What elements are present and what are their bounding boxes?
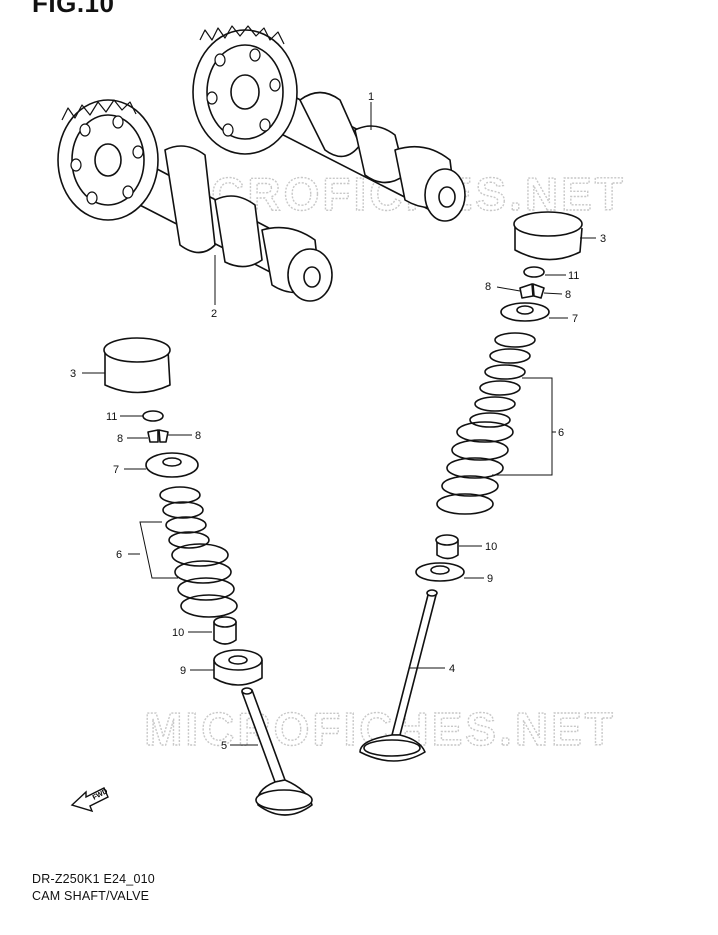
cotter-left-a [147,429,159,443]
spring-inner-left [159,486,210,549]
spring-outer-left [171,543,238,618]
spring-inner-right [469,332,536,428]
model-code: DR-Z250K1 E24_010 [32,872,155,886]
valve-seal-right [435,534,459,560]
callout-8-left-b: 8 [195,430,201,442]
spring-seat-right [415,562,465,582]
callout-10-right: 10 [485,541,497,553]
callout-11-left: 11 [106,411,117,423]
figure-title: FIG.10 [32,0,115,18]
spring-retainer-right [500,302,550,322]
callout-1: 1 [368,91,374,103]
callout-3-left: 3 [70,368,76,380]
callout-3-right: 3 [600,233,606,245]
camshaft-1 [192,25,466,222]
valve-intake [241,687,313,816]
spring-outer-right [436,421,514,515]
callout-7-right: 7 [572,313,578,325]
callout-8-right-b: 8 [565,289,571,301]
cotter-left-b [158,429,169,443]
callout-labels: 1 2 3 11 8 8 7 6 10 9 4 3 11 8 8 7 6 10 … [70,91,606,752]
camshaft-2 [57,99,333,302]
callout-9-right: 9 [487,573,493,585]
callout-4: 4 [449,663,455,675]
figure-caption: CAM SHAFT/VALVE [32,889,150,903]
callout-6-left: 6 [116,549,122,561]
callout-8-left-a: 8 [117,433,123,445]
spring-retainer-left [145,452,199,478]
tappet-right [513,211,583,261]
callout-7-left: 7 [113,464,119,476]
tappet-left [103,337,171,394]
spring-seat-left [213,649,263,686]
shim-left [142,410,164,422]
fwd-arrow-icon: FWD [70,787,109,813]
callout-9-left: 9 [180,665,186,677]
callout-6-right: 6 [558,427,564,439]
cotter-right-a [519,283,534,299]
callout-10-left: 10 [172,627,184,639]
valve-exhaust [359,589,438,762]
leader-lines [82,102,596,746]
callout-5: 5 [221,740,227,752]
shim-right [523,266,545,278]
callout-8-right-a: 8 [485,281,491,293]
callout-2: 2 [211,308,217,320]
valve-seal-left [213,616,237,645]
callout-11-right: 11 [568,270,579,282]
cotter-right-b [532,283,545,299]
